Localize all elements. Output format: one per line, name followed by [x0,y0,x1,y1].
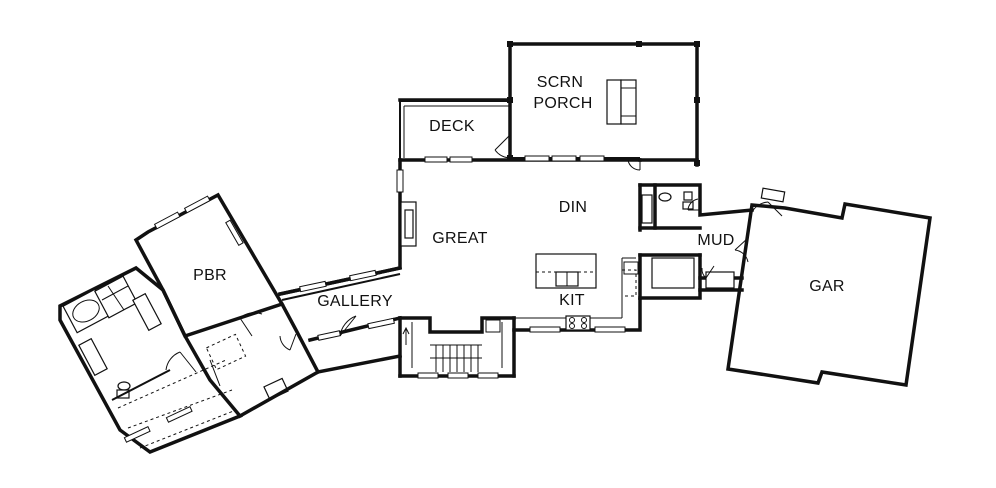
label-kit: KIT [559,292,585,309]
label-mud: MUD [697,232,734,249]
label-gar: GAR [809,278,845,295]
label-deck: DECK [429,118,475,135]
label-pbr: PBR [193,267,227,284]
toilet-icon [658,191,694,210]
garage-entry-door [751,187,786,217]
mud-area [623,183,754,300]
windows-north [424,155,605,163]
pbr-wing [58,192,321,454]
stair [398,316,516,379]
garage [726,187,932,387]
label-scrn: SCRN [537,74,584,91]
kitchen [512,253,642,333]
gallery [277,265,403,375]
cooktop-icon [565,315,591,331]
label-din: DIN [559,199,587,216]
screened-porch [507,41,700,171]
shower-icon [94,275,138,319]
label-gallery: GALLERY [317,293,393,310]
kitchen-island [535,253,597,289]
deck [398,98,512,160]
fireplace-icon [400,201,417,247]
main-house [277,155,699,379]
label-great: GREAT [432,230,487,247]
label-porch: PORCH [533,95,592,112]
bathtub-icon [62,288,110,334]
sofa-icon [606,79,637,125]
